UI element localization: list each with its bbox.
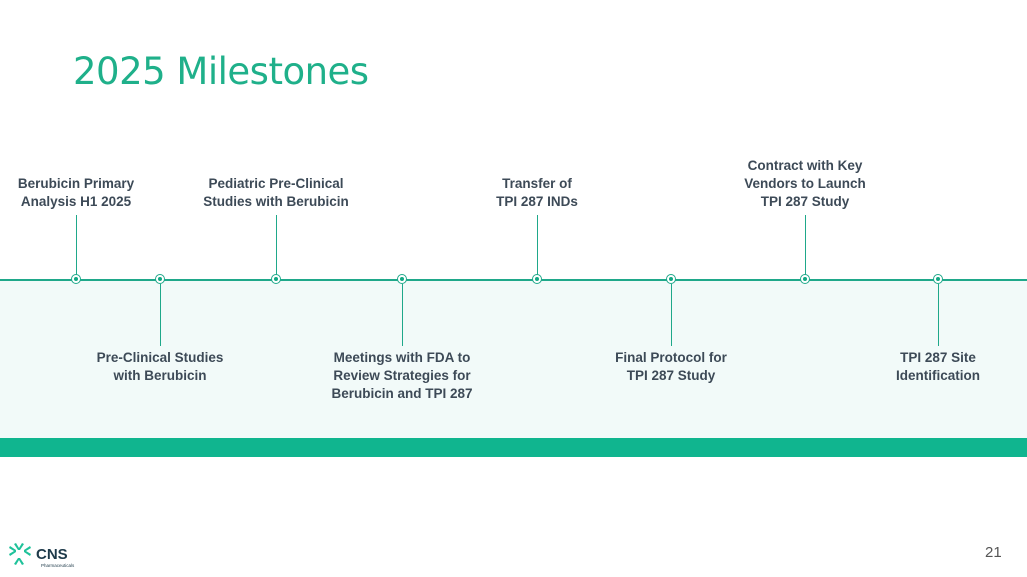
- milestone-label-line: Berubicin Primary: [17, 176, 135, 191]
- milestone-marker-icon: [800, 274, 810, 284]
- milestone-marker-icon: [933, 274, 943, 284]
- milestone-marker-icon: [532, 274, 542, 284]
- milestone-label-line: TPI 287 Study: [626, 368, 716, 383]
- milestone-label-line: Analysis H1 2025: [20, 194, 132, 209]
- milestone-label-line: Transfer of: [502, 176, 572, 191]
- milestone-connector: [536, 215, 538, 275]
- milestone-label: Transfer of TPI 287 INDs: [447, 175, 627, 211]
- milestone-connector: [275, 215, 277, 275]
- milestone-connector: [804, 215, 806, 275]
- milestone-marker-icon: [397, 274, 407, 284]
- milestone-connector: [401, 284, 403, 346]
- milestone-label-line: TPI 287 Study: [760, 194, 850, 209]
- milestone-marker-icon: [71, 274, 81, 284]
- milestone-connector: [159, 284, 161, 346]
- logo-text: CNS: [36, 546, 68, 563]
- milestone-marker-icon: [271, 274, 281, 284]
- milestone-connector: [670, 284, 672, 346]
- milestone-label-line: TPI 287 Site: [900, 350, 976, 365]
- milestone-marker-icon: [155, 274, 165, 284]
- milestone-label: Pre-Clinical Studies with Berubicin: [70, 349, 250, 385]
- slide-title: 2025 Milestones: [73, 50, 369, 93]
- milestone-label-line: Pre-Clinical Studies: [96, 350, 224, 365]
- milestone-label-line: TPI 287 INDs: [496, 194, 578, 209]
- milestone-label-line: Meetings with FDA to: [333, 350, 471, 365]
- milestone-connector: [75, 215, 77, 275]
- milestone-connector: [937, 284, 939, 346]
- timeline-band: [0, 280, 1027, 438]
- page-number: 21: [985, 544, 1002, 561]
- milestone-label-line: Pediatric Pre-Clinical: [208, 176, 344, 191]
- milestone-label-line: Review Strategies for: [333, 368, 471, 383]
- logo-mark-icon: [9, 543, 31, 565]
- milestone-label-line: Studies with Berubicin: [203, 194, 349, 209]
- cns-logo: CNS Pharmaceuticals: [8, 540, 88, 575]
- footer-accent-bar: [0, 438, 1027, 457]
- milestone-label: Meetings with FDA to Review Strategies fo…: [312, 349, 492, 403]
- milestone-label-line: Berubicin and TPI 287: [331, 386, 473, 401]
- milestone-label-line: Identification: [896, 368, 980, 383]
- milestone-label-line: Vendors to Launch: [744, 176, 866, 191]
- milestone-marker-icon: [666, 274, 676, 284]
- milestone-label-line: with Berubicin: [113, 368, 207, 383]
- milestone-label-line: Contract with Key: [747, 158, 863, 173]
- logo-subtitle: Pharmaceuticals: [41, 563, 75, 568]
- milestone-label-line: Final Protocol for: [615, 350, 727, 365]
- timeline-axis: [0, 279, 1027, 281]
